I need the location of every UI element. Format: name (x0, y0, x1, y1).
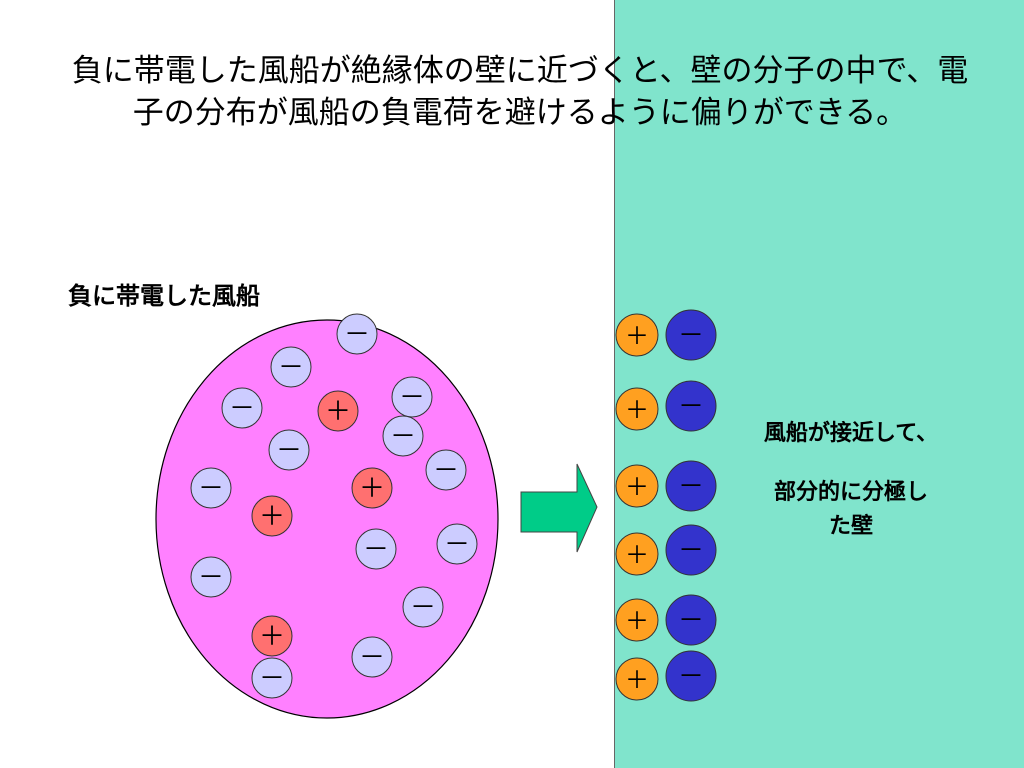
wall-negative-charge-sign: － (678, 392, 704, 422)
positive-charge-sign: ＋ (325, 397, 351, 427)
wall-positive-charge-sign: ＋ (625, 396, 649, 424)
balloon-charges: －－－－－－－－－－－－－－＋＋＋＋ (190, 313, 478, 699)
wall-negative-charge: － (665, 524, 717, 576)
negative-charge-sign: － (359, 643, 385, 673)
wall-positive-charge: ＋ (615, 657, 659, 701)
wall-positive-charge-sign: ＋ (625, 473, 649, 501)
wall-positive-charge: ＋ (615, 532, 659, 576)
wall-caption-line-3: た壁 (828, 514, 873, 539)
wall-negative-charge-sign: － (678, 606, 704, 636)
wall-positive-charge: ＋ (615, 598, 659, 642)
wall-negative-charge-sign: － (678, 662, 704, 692)
positive-charge: ＋ (351, 467, 393, 509)
wall-negative-charge: － (665, 594, 717, 646)
wall-negative-charge: － (665, 460, 717, 512)
negative-charge: － (436, 523, 478, 565)
positive-charge-sign: ＋ (259, 622, 285, 652)
negative-charge: － (270, 346, 312, 388)
negative-charge-sign: － (259, 664, 285, 694)
negative-charge-sign: － (198, 474, 224, 504)
wall-dipoles: ＋－＋－＋－＋－＋－＋－ (615, 309, 717, 702)
negative-charge-sign: － (229, 394, 255, 424)
dipole: ＋－ (615, 460, 717, 512)
positive-charge: ＋ (251, 495, 293, 537)
dipole: ＋－ (615, 650, 717, 702)
negative-charge: － (382, 415, 424, 457)
wall-caption: 風船が接近して、 部分的に分極し た壁 (716, 414, 986, 544)
slide-title: 負に帯電した風船が絶縁体の壁に近づくと、壁の分子の中で、電子の分布が風船の負電荷… (71, 53, 969, 131)
wall-positive-charge: ＋ (615, 387, 659, 431)
wall-positive-charge: ＋ (615, 313, 659, 357)
wall-caption-line-1: 風船が接近して、 (763, 421, 939, 446)
wall-negative-charge: － (665, 650, 717, 702)
positive-charge: ＋ (251, 615, 293, 657)
negative-charge-sign: － (399, 383, 425, 413)
negative-charge: － (425, 449, 467, 491)
negative-charge: － (190, 556, 232, 598)
negative-charge-sign: － (390, 422, 416, 452)
right-arrow-icon (520, 463, 598, 553)
negative-charge-sign: － (433, 456, 459, 486)
negative-charge: － (336, 313, 378, 355)
dipole: ＋－ (615, 524, 717, 576)
negative-charge-sign: － (363, 535, 389, 565)
dipole: ＋－ (615, 594, 717, 646)
negative-charge: － (351, 636, 393, 678)
wall-positive-charge-sign: ＋ (625, 322, 649, 350)
negative-charge-sign: － (344, 320, 370, 350)
negative-charge: － (402, 586, 444, 628)
negative-charge-sign: － (444, 530, 470, 560)
wall-caption-line-2: 部分的に分極し (773, 480, 928, 505)
positive-charge-sign: ＋ (359, 474, 385, 504)
wall-negative-charge-sign: － (678, 536, 704, 566)
negative-charge: － (221, 387, 263, 429)
wall-negative-charge-sign: － (678, 321, 704, 351)
wall-negative-charge-sign: － (678, 472, 704, 502)
wall-positive-charge: ＋ (615, 464, 659, 508)
dipole: ＋－ (615, 309, 717, 361)
negative-charge-sign: － (276, 436, 302, 466)
negative-charge: － (268, 429, 310, 471)
wall-negative-charge: － (665, 309, 717, 361)
wall-positive-charge-sign: ＋ (625, 541, 649, 569)
negative-charge-sign: － (198, 563, 224, 593)
wall-positive-charge-sign: ＋ (625, 666, 649, 694)
negative-charge-sign: － (278, 353, 304, 383)
negative-charge: － (190, 467, 232, 509)
positive-charge: ＋ (317, 390, 359, 432)
negative-charge-sign: － (410, 593, 436, 623)
negative-charge: － (355, 528, 397, 570)
negative-charge: － (391, 376, 433, 418)
dipole: ＋－ (615, 380, 717, 432)
negative-charge: － (251, 657, 293, 699)
balloon-label: 負に帯電した風船 (68, 282, 260, 310)
wall-negative-charge: － (665, 380, 717, 432)
balloon-shape (155, 319, 499, 719)
positive-charge-sign: ＋ (259, 502, 285, 532)
wall-positive-charge-sign: ＋ (625, 607, 649, 635)
